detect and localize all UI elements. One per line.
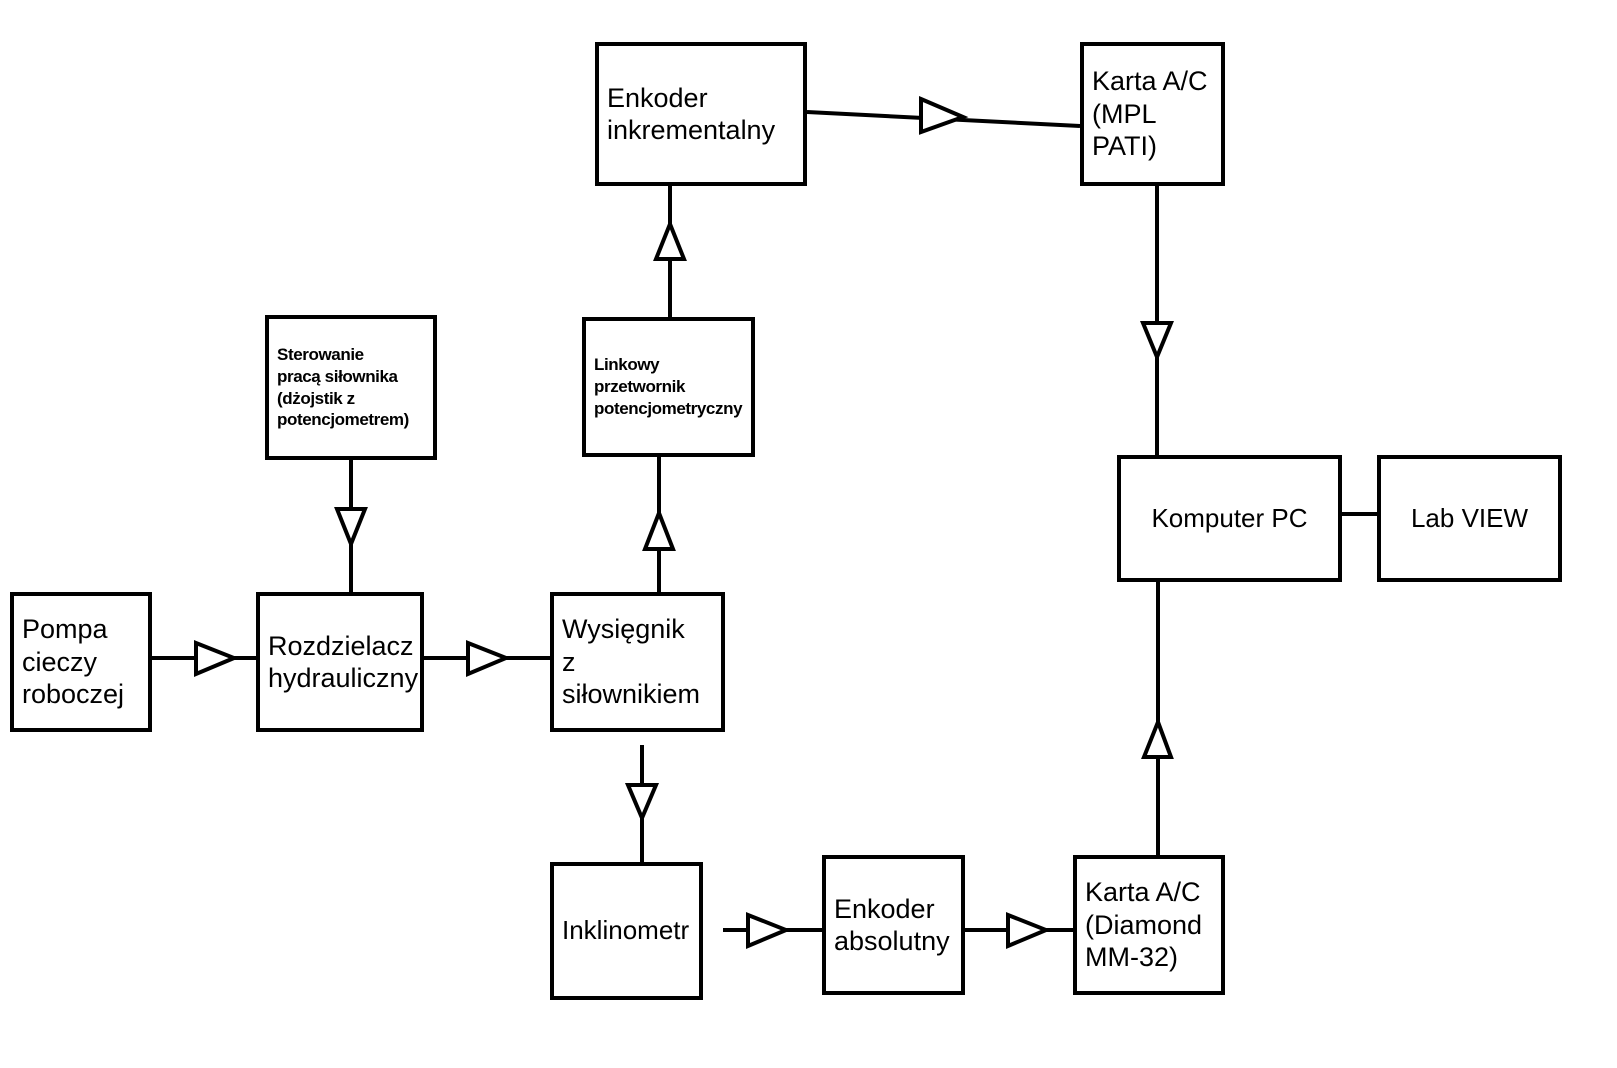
node-label: Pompa cieczy roboczej — [22, 614, 125, 710]
arrowhead-right-enkoder-to-karta-mpl — [919, 95, 969, 135]
arrowhead-up-linkowy-to-enkoder — [653, 218, 687, 261]
node-label: Linkowy przetwornik potencjometryczny — [594, 355, 743, 418]
node-label: Karta A/C (MPL PATI) — [1092, 66, 1208, 162]
node-label: Inklinometr — [562, 915, 690, 946]
node-komputer-pc[interactable]: Komputer PC — [1117, 455, 1342, 582]
arrowhead-right-inklinometr-to-enkoder-absolutny — [746, 912, 792, 950]
node-enkoder-inkrementalny[interactable]: Enkoder inkrementalny — [595, 42, 807, 186]
node-karta-ac-mpl[interactable]: Karta A/C (MPL PATI) — [1080, 42, 1225, 186]
node-lab-view[interactable]: Lab VIEW — [1377, 455, 1562, 582]
node-label: Sterowanie pracą siłownika (dżojstik z p… — [277, 345, 409, 430]
node-label: Lab VIEW — [1410, 502, 1529, 533]
node-label: Enkoder absolutny — [834, 893, 950, 956]
node-label: Rozdzielacz hydrauliczny — [268, 630, 419, 693]
node-karta-ac-diamond[interactable]: Karta A/C (Diamond MM-32) — [1073, 855, 1225, 995]
node-inklinometr[interactable]: Inklinometr — [550, 862, 703, 1000]
arrowhead-right-enkoder-absolutny-to-karta-diamond — [1006, 912, 1052, 950]
arrowhead-up-wysiegnik-to-linkowy — [642, 507, 676, 551]
node-pompa[interactable]: Pompa cieczy roboczej — [10, 592, 152, 732]
node-enkoder-absolutny[interactable]: Enkoder absolutny — [822, 855, 965, 995]
arrowhead-right-pompa-to-rozdzielacz — [194, 640, 240, 678]
node-sterowanie[interactable]: Sterowanie pracą siłownika (dżojstik z p… — [265, 315, 437, 460]
node-label: Enkoder inkrementalny — [607, 82, 776, 145]
node-rozdzielacz[interactable]: Rozdzielacz hydrauliczny — [256, 592, 424, 732]
arrowhead-right-rozdzielacz-to-wysiegnik — [466, 640, 512, 678]
node-label: Wysięgnik z siłownikiem — [562, 614, 701, 710]
node-label: Komputer PC — [1151, 502, 1308, 533]
node-wysiegnik[interactable]: Wysięgnik z siłownikiem — [550, 592, 725, 732]
node-label: Karta A/C (Diamond MM-32) — [1085, 877, 1203, 973]
arrowhead-up-karta-diamond-to-komputer-pc — [1141, 716, 1174, 759]
node-linkowy-przetwornik[interactable]: Linkowy przetwornik potencjometryczny — [582, 317, 755, 457]
arrowhead-down-sterowanie-to-rozdzielacz — [334, 507, 368, 550]
arrowhead-down-wysiegnik-to-inklinometr — [624, 783, 660, 824]
arrowhead-down-karta-mpl-to-komputer-pc — [1140, 321, 1174, 363]
